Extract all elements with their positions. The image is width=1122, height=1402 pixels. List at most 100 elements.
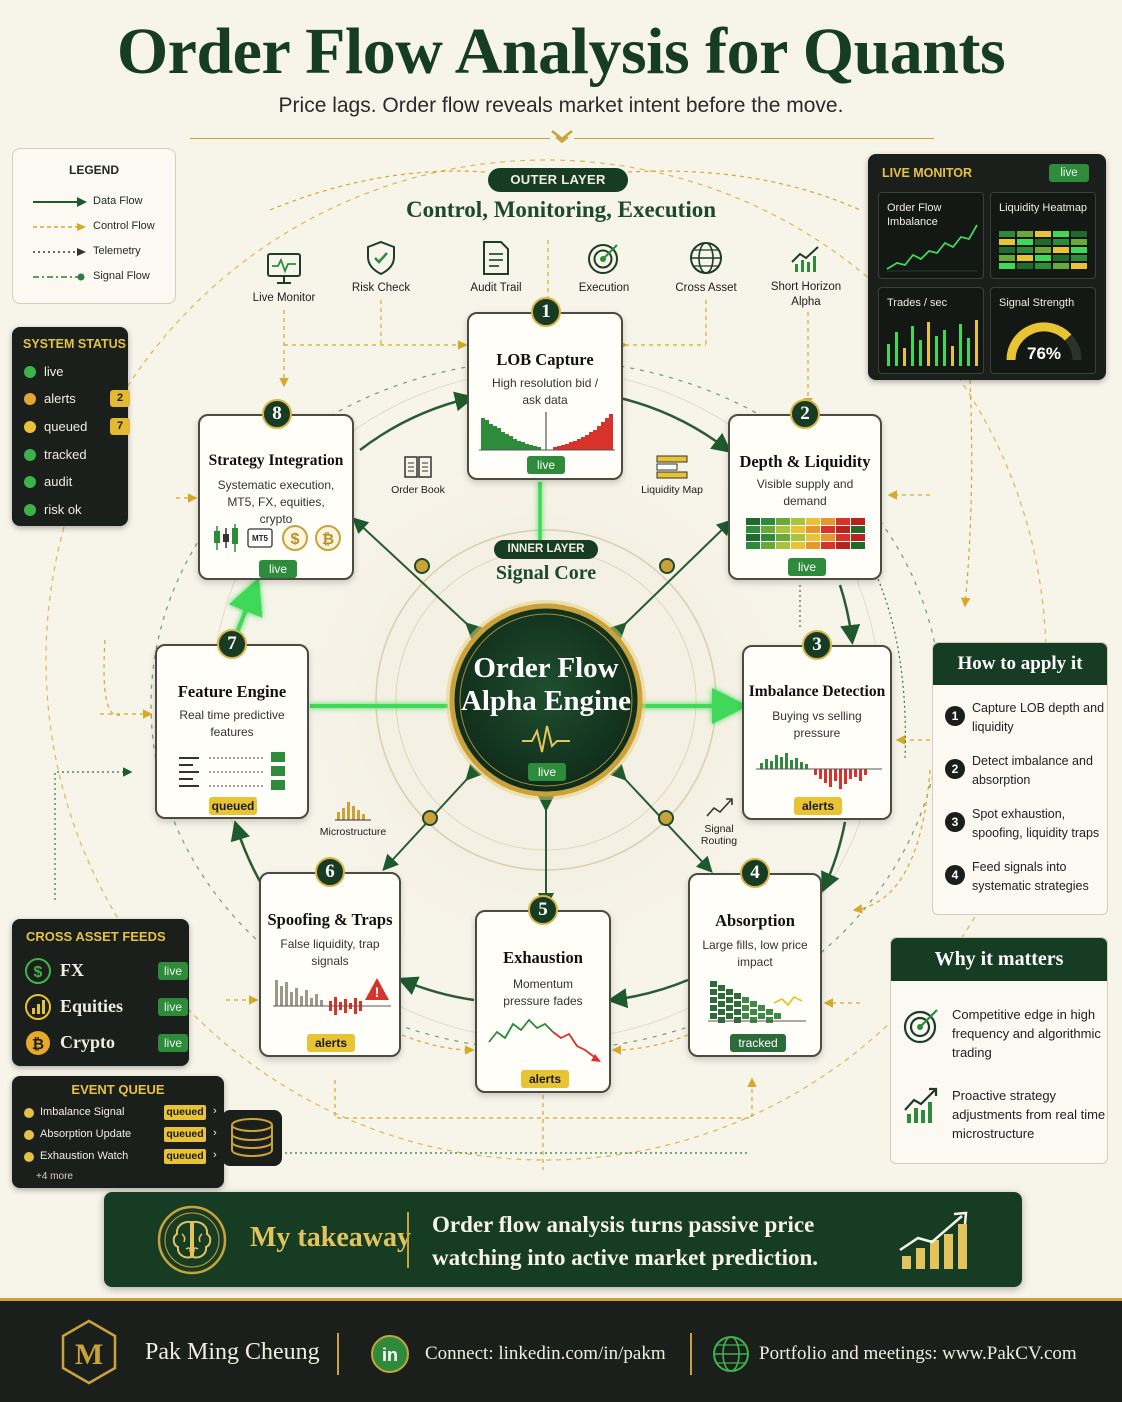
- heat-cell: [1017, 239, 1033, 245]
- depth-heat-cell: [806, 542, 820, 549]
- tile-trades-per-sec[interactable]: Trades / sec: [878, 287, 984, 374]
- heat-cell: [1017, 247, 1033, 253]
- spoof-volume-bar: [295, 988, 298, 1006]
- portfolio-link[interactable]: Portfolio and meetings: www.PakCV.com: [759, 1343, 1077, 1364]
- node-spoofing-traps[interactable]: 6 Spoofing & Traps False liquidity, trap…: [259, 857, 401, 1057]
- heat-cell: [1053, 255, 1069, 261]
- depth-heat-cell: [746, 542, 760, 549]
- tile-label: Liquidity Heatmap: [999, 202, 1088, 214]
- node-exhaustion[interactable]: 5 Exhaustion Momentum pressure fades ale…: [475, 895, 611, 1093]
- trade-rate-bar: [951, 346, 954, 366]
- why-it-matters-panel: Why it matters Competitive edge in high …: [890, 937, 1108, 1164]
- tile-signal-strength[interactable]: Signal Strength 76%: [990, 287, 1096, 374]
- heat-cell: [1053, 239, 1069, 245]
- heat-cell: [1035, 247, 1051, 253]
- status-badge: live: [788, 558, 826, 576]
- outer-icon-execution[interactable]: Execution: [569, 240, 639, 294]
- status-row-tracked: tracked: [24, 445, 124, 465]
- depth-heat-cell: [761, 518, 775, 525]
- heat-cell: [1035, 239, 1051, 245]
- live-badge: live: [1049, 164, 1089, 182]
- event-queue-more[interactable]: +4 more: [36, 1171, 73, 1182]
- why-it-matters-title: Why it matters: [891, 938, 1107, 981]
- step-number: 3: [945, 812, 965, 832]
- trend-bars-icon: [791, 246, 819, 272]
- absorption-block: [710, 1005, 717, 1011]
- feed-row-crypto[interactable]: ₿ Crypto live: [24, 1029, 188, 1057]
- linkedin-link[interactable]: Connect: linkedin.com/in/pakm: [425, 1343, 666, 1364]
- absorption-block: [726, 989, 733, 995]
- absorption-chart-icon: [708, 981, 806, 1023]
- node-number: 7: [217, 629, 247, 659]
- bid-depth-bar: [481, 418, 485, 450]
- legend-label: Telemetry: [93, 245, 141, 257]
- brand-logo-letter: M: [75, 1338, 103, 1371]
- node-strategy-integration[interactable]: 8 Strategy Integration Systematic execut…: [198, 399, 354, 580]
- node-imbalance-detection[interactable]: 3 Imbalance Detection Buying vs selling …: [742, 630, 892, 820]
- microstructure-text: Microstructure: [319, 826, 387, 838]
- heat-cell: [1053, 247, 1069, 253]
- absorption-block: [734, 1001, 741, 1007]
- ask-depth-bar: [553, 447, 557, 450]
- node-depth-liquidity[interactable]: 2 Depth & Liquidity Visible supply and d…: [728, 399, 882, 580]
- spoof-volume-bar: [285, 982, 288, 1006]
- outer-icon-cross-asset[interactable]: Cross Asset: [668, 240, 744, 294]
- node-description: Real time predictive features: [179, 708, 285, 739]
- node-number: 3: [802, 630, 832, 660]
- ask-depth-bar: [585, 435, 589, 450]
- node-lob-capture[interactable]: 1 LOB Capture High resolution bid / ask …: [467, 297, 623, 480]
- absorption-block: [734, 1009, 741, 1015]
- sell-pressure-bar: [819, 769, 822, 779]
- takeaway-separator: [407, 1212, 409, 1268]
- outer-icon-label: Cross Asset: [675, 282, 737, 294]
- header-divider-left: [190, 138, 550, 139]
- heat-cell: [1053, 231, 1069, 237]
- event-status-badge: queued: [164, 1127, 206, 1142]
- feed-status-badge: live: [158, 962, 188, 980]
- routing-icon: [706, 798, 733, 817]
- node-absorption[interactable]: 4 Absorption Large fills, low price impa…: [688, 858, 822, 1057]
- tile-order-flow-imbalance[interactable]: Order Flow Imbalance: [878, 192, 984, 279]
- depth-heat-cell: [746, 526, 760, 533]
- outer-icon-live-monitor[interactable]: Live Monitor: [244, 252, 324, 304]
- trade-rate-bar: [959, 324, 962, 366]
- page-title: Order Flow Analysis for Quants: [116, 15, 1006, 88]
- tile-liquidity-heatmap[interactable]: Liquidity Heatmap: [990, 192, 1096, 279]
- event-dot: [24, 1108, 34, 1118]
- bid-depth-bar: [521, 442, 525, 450]
- node-description: Visible supply and demand: [756, 477, 854, 508]
- globe-icon: [690, 242, 722, 274]
- spoof-volume-bar: [275, 980, 278, 1006]
- heat-cell: [999, 263, 1015, 269]
- status-dot: [24, 504, 36, 516]
- chevron-right-icon: ›: [213, 1127, 217, 1139]
- liquidity-map-icon: [656, 455, 688, 479]
- tile-label: Trades / sec: [887, 297, 948, 309]
- feed-row-equities[interactable]: Equities live: [24, 993, 188, 1021]
- core-status-badge: live: [528, 763, 566, 781]
- svg-text:$: $: [34, 964, 43, 981]
- depth-heat-cell: [806, 518, 820, 525]
- brand-logo: M: [61, 1319, 117, 1385]
- heat-cell: [1017, 263, 1033, 269]
- bid-depth-bar: [537, 447, 541, 450]
- bid-depth-bar: [501, 432, 505, 450]
- node-feature-engine[interactable]: 7 Feature Engine Real time predictive fe…: [155, 629, 309, 819]
- growth-bars-icon: [899, 1211, 968, 1269]
- node-title: Spoofing & Traps: [267, 910, 393, 929]
- sell-pressure-bar: [839, 769, 842, 789]
- outer-icon-audit-trail[interactable]: Audit Trail: [461, 240, 531, 294]
- outer-icon-risk-check[interactable]: Risk Check: [346, 240, 416, 294]
- outer-icon-short-horizon-alpha[interactable]: Short Horizon Alpha: [766, 244, 846, 310]
- absorption-block: [718, 1017, 725, 1023]
- node-description: Buying vs selling pressure: [772, 709, 862, 740]
- how-to-apply-title: How to apply it: [933, 643, 1107, 685]
- document-icon: [483, 241, 509, 275]
- status-badge: live: [527, 456, 565, 474]
- absorption-block: [718, 1009, 725, 1015]
- feed-row-fx[interactable]: $ FX live: [24, 957, 188, 985]
